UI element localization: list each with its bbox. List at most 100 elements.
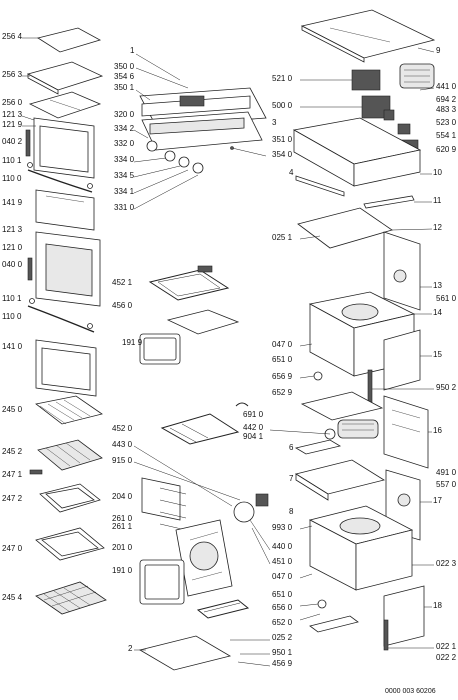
part-label-l4410: 441 0 <box>436 82 457 91</box>
part-label-l2564: 256 4 <box>2 32 23 41</box>
part-label-l3510: 351 0 <box>272 135 293 144</box>
part-top-housing-icon <box>300 9 436 63</box>
part-label-l0400: 040 0 <box>2 260 23 269</box>
part-label-l1219: 121 9 <box>2 120 23 129</box>
part-door-inner-frame-icon <box>21 115 95 179</box>
part-label-l3340: 334 0 <box>114 155 135 164</box>
part-label-l1101a: 110 1 <box>2 156 22 165</box>
part-label-l1100a: 110 0 <box>2 174 22 183</box>
part-side-rails-icon <box>141 477 187 531</box>
part-label-l13: 13 <box>433 281 442 290</box>
part-label-l0222: 022 2 <box>436 653 457 662</box>
part-top-plate-icon <box>297 207 393 249</box>
part-label-l6510b: 651 0 <box>272 590 293 599</box>
part-reflector-icon <box>166 309 240 335</box>
part-door-handle-icon <box>27 162 93 193</box>
part-label-l1100b: 110 0 <box>2 312 22 321</box>
part-lamp-icon <box>299 371 323 381</box>
part-tangential-fan-icon <box>269 419 379 440</box>
part-bottom-housing-icon <box>294 459 386 501</box>
part-label-l1: 1 <box>130 46 135 55</box>
part-label-l9501: 950 1 <box>272 648 293 657</box>
part-label-l2010: 201 0 <box>112 543 133 552</box>
part-grill-grid-icon <box>29 439 103 475</box>
part-lower-cavity-icon <box>308 505 414 591</box>
part-label-l0470b: 047 0 <box>272 572 293 581</box>
part-label-l6910: 691 0 <box>243 410 264 419</box>
part-label-l2040: 204 0 <box>112 492 133 501</box>
part-label-l3200: 320 0 <box>114 110 135 119</box>
part-label-l4910: 491 0 <box>436 468 457 477</box>
part-label-l4400: 440 0 <box>272 542 293 551</box>
part-label-l0223: 022 3 <box>436 559 457 568</box>
part-heating-element-icon <box>160 402 249 445</box>
part-wire-shelf-icon <box>35 395 103 425</box>
part-label-l5210: 521 0 <box>272 74 293 83</box>
part-label-l3310: 331 0 <box>114 203 135 212</box>
part-door-panel-icon <box>383 585 425 651</box>
part-frame-top-icon <box>292 117 422 187</box>
part-label-l1919: 191 9 <box>122 338 143 347</box>
part-top-panel-icon <box>22 61 104 95</box>
part-label-l9502: 950 2 <box>436 383 457 392</box>
part-label-l16: 16 <box>433 426 442 435</box>
part-label-l11: 11 <box>433 196 442 205</box>
part-label-l1410: 141 0 <box>2 342 23 351</box>
part-label-l1910: 191 0 <box>112 566 133 575</box>
part-label-l6529: 652 9 <box>272 388 293 397</box>
part-rear-fan-panel-icon <box>175 519 233 597</box>
part-label-l0221: 022 1 <box>436 642 457 651</box>
part-label-l1213b: 121 3 <box>2 225 23 234</box>
part-label-l4560: 456 0 <box>112 301 133 310</box>
part-label-l6942: 694 2 <box>436 95 457 104</box>
part-label-l4420: 442 0 <box>243 423 264 432</box>
part-label-l7: 7 <box>289 474 294 483</box>
part-label-l3342: 334 2 <box>114 124 135 133</box>
part-label-l4430: 443 0 <box>112 440 133 449</box>
part-label-l2450: 245 0 <box>2 405 23 414</box>
part-label-l9: 9 <box>436 46 441 55</box>
part-rear-plate-icon <box>383 231 421 311</box>
part-lower-element-icon <box>196 599 250 619</box>
leader-lines-middle <box>230 519 271 667</box>
part-label-l2563: 256 3 <box>2 70 23 79</box>
part-label-l10: 10 <box>433 168 442 177</box>
part-top-cover-icon <box>22 27 102 53</box>
part-bottom-plate-icon <box>134 635 232 671</box>
part-label-l3546: 354 6 <box>114 72 135 81</box>
part-label-l1210: 121 0 <box>2 243 23 252</box>
part-fan-assembly-icon <box>133 445 269 523</box>
part-door-handle-2-icon <box>27 298 95 333</box>
part-label-l2452: 245 2 <box>2 447 23 456</box>
part-label-l1213a: 121 3 <box>2 110 23 119</box>
part-label-l0251: 025 1 <box>272 233 293 242</box>
part-mesh-shelf-icon <box>35 581 107 615</box>
part-heat-shield-icon <box>300 391 384 421</box>
part-label-l5570: 557 0 <box>436 480 457 489</box>
part-label-l17: 17 <box>433 496 442 505</box>
part-deep-tray-icon <box>35 527 105 561</box>
part-label-l3540: 354 0 <box>272 150 293 159</box>
part-label-l8: 8 <box>289 507 294 516</box>
part-label-l5610: 561 0 <box>436 294 457 303</box>
part-label-l4510: 451 0 <box>272 557 293 566</box>
part-label-l3500: 350 0 <box>114 62 135 71</box>
part-front-rail-icon <box>295 175 345 197</box>
leader-lines-right <box>299 47 435 649</box>
part-label-l6: 6 <box>289 443 294 452</box>
part-label-l4521a: 452 1 <box>112 278 133 287</box>
part-label-l4: 4 <box>289 168 294 177</box>
part-label-l2610: 261 0 <box>112 514 133 523</box>
part-baking-tray-icon <box>39 483 101 513</box>
part-label-l2471: 247 1 <box>2 470 23 479</box>
part-label-l2472: 247 2 <box>2 494 23 503</box>
part-label-l5541: 554 1 <box>436 131 457 140</box>
part-label-l0470a: 047 0 <box>272 340 293 349</box>
part-strip-icon <box>363 195 415 209</box>
part-label-l2611: 261 1 <box>112 522 133 531</box>
part-label-l1419: 141 9 <box>2 198 23 207</box>
part-cooling-fan-icon <box>399 63 435 89</box>
part-control-knobs-icon <box>133 129 204 210</box>
